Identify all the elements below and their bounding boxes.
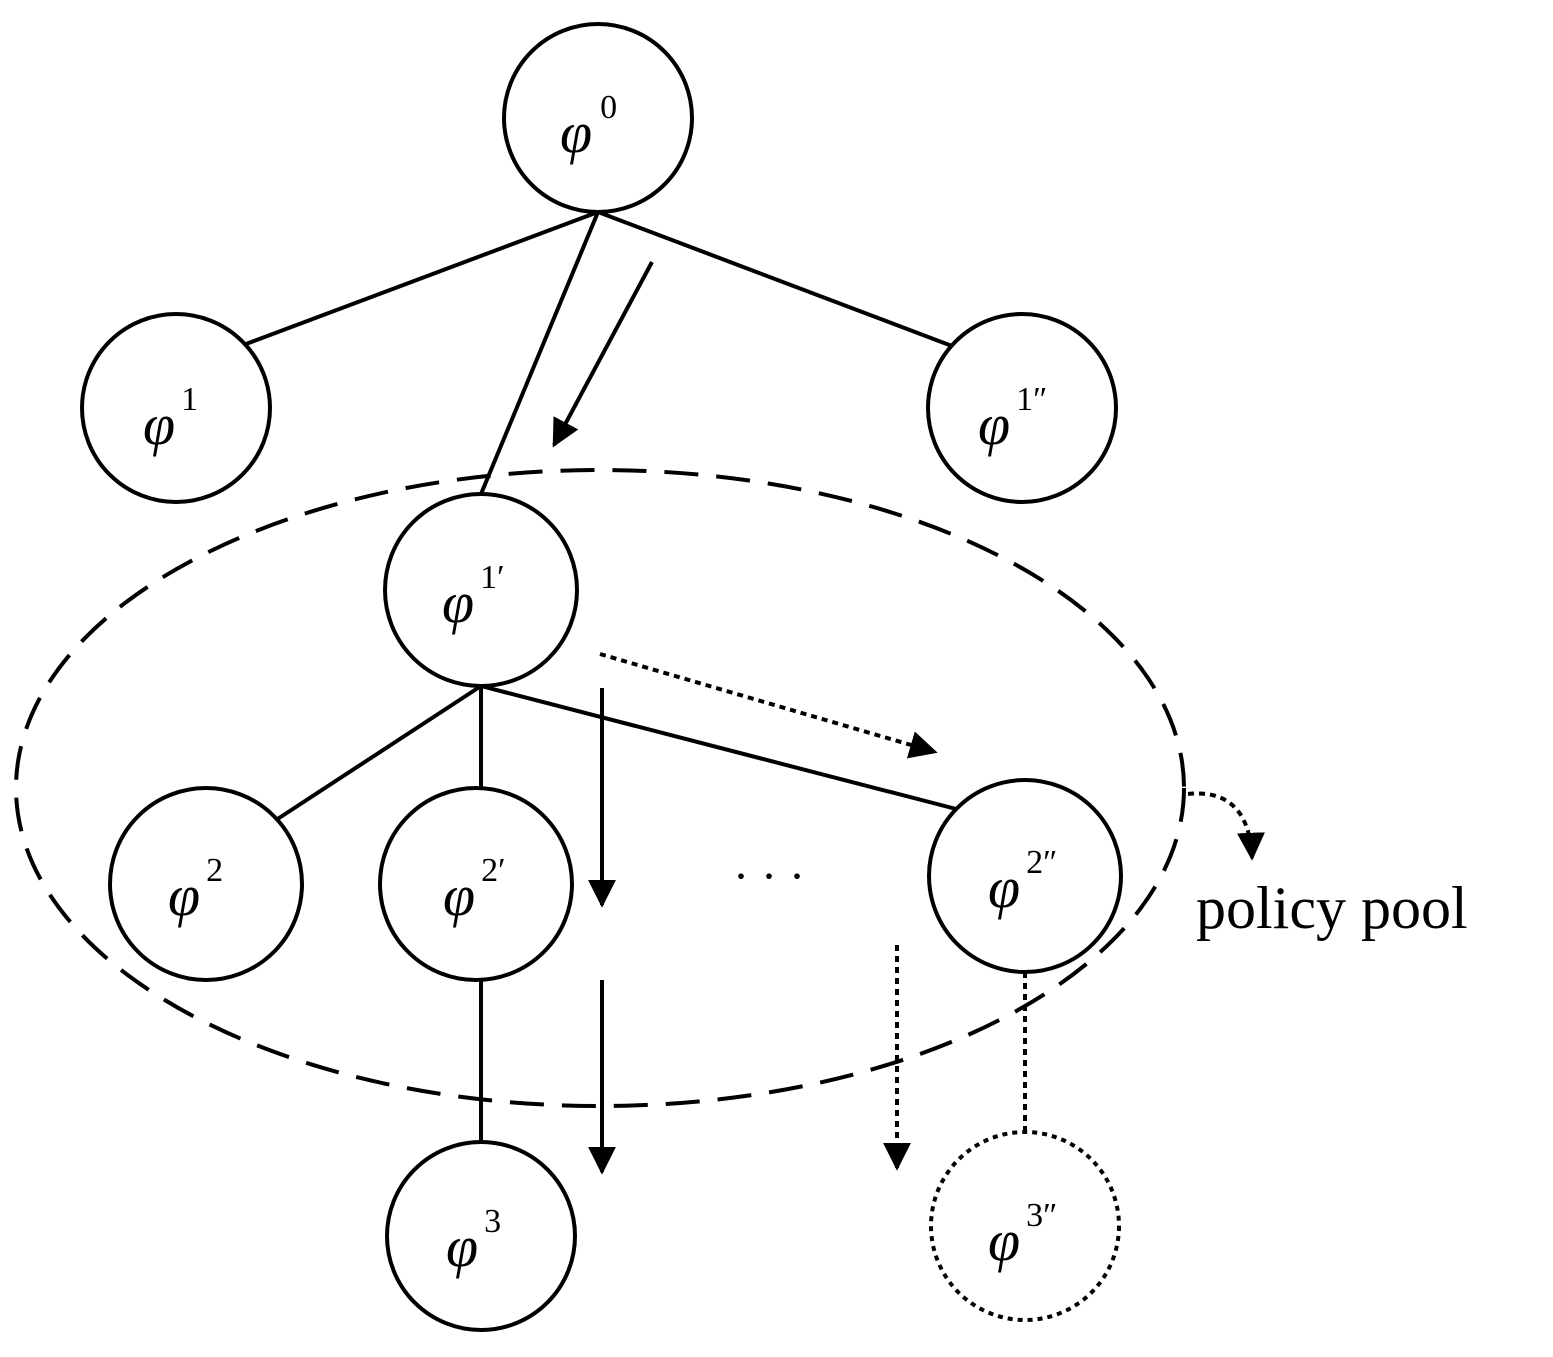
edge-phi0-phi1pp (597, 210, 953, 348)
node-phi1pp-superscript: 1″ (1016, 381, 1047, 418)
policy-pool-label: policy pool (1196, 875, 1468, 941)
node-phi2-symbol: φ (168, 863, 200, 928)
arrow-dotted-to-pool-label (1187, 791, 1265, 861)
node-phi1p-superscript: 1′ (480, 559, 504, 596)
tree-edges (245, 210, 961, 1142)
arrow-dotted-right (599, 652, 938, 759)
edge-phi1p-phi2 (274, 684, 483, 822)
node-phi1p-symbol: φ (442, 570, 474, 635)
node-phi3-superscript: 3 (484, 1203, 501, 1240)
edge-phi0-phi1 (245, 210, 599, 346)
node-phi2pp-symbol: φ (988, 855, 1020, 920)
node-phi2p-superscript: 2′ (481, 852, 505, 889)
node-phi2pp-superscript: 2″ (1026, 844, 1057, 881)
svg-text:φ0: φ0 (560, 89, 617, 165)
policy-pool-ellipse (14, 468, 1186, 1108)
svg-text:φ2′: φ2′ (443, 852, 506, 928)
node-phi3pp-symbol: φ (988, 1208, 1020, 1273)
node-phi2-circle (108, 786, 304, 982)
node-phi1-symbol: φ (143, 392, 175, 457)
node-phi1pp-circle (926, 312, 1118, 504)
node-phi2-superscript: 2 (206, 852, 223, 889)
svg-text:φ3: φ3 (446, 1203, 501, 1279)
arrow-to-phi1p (552, 261, 654, 448)
process-arrows (552, 261, 1265, 1175)
node-phi3pp-circle (929, 1130, 1121, 1322)
node-phi2p-symbol: φ (443, 863, 475, 928)
svg-text:φ1: φ1 (143, 381, 198, 457)
svg-text:φ3″: φ3″ (988, 1197, 1057, 1273)
node-phi0-circle (502, 22, 694, 214)
svg-text:φ1″: φ1″ (978, 381, 1047, 457)
node-phi2pp-circle (927, 778, 1123, 974)
node-phi1pp-symbol: φ (978, 392, 1010, 457)
node-phi0-superscript: 0 (600, 89, 617, 126)
node-phi0-symbol: φ (560, 100, 592, 165)
edge-phi1p-phi2pp (480, 684, 961, 812)
node-phi2p-circle (378, 786, 574, 982)
ellipsis: · · · (733, 850, 805, 903)
svg-text:φ2: φ2 (168, 852, 223, 928)
node-phi3-circle (385, 1140, 577, 1332)
edge-phi0-phi1p (479, 211, 600, 495)
node-phi3-symbol: φ (446, 1214, 478, 1279)
svg-text:φ2″: φ2″ (988, 844, 1057, 920)
node-phi3pp-superscript: 3″ (1026, 1197, 1057, 1234)
node-phi1p-circle (383, 492, 579, 688)
svg-text:φ1′: φ1′ (442, 559, 505, 635)
node-phi1-circle (80, 312, 272, 504)
node-phi1-superscript: 1 (181, 381, 198, 418)
